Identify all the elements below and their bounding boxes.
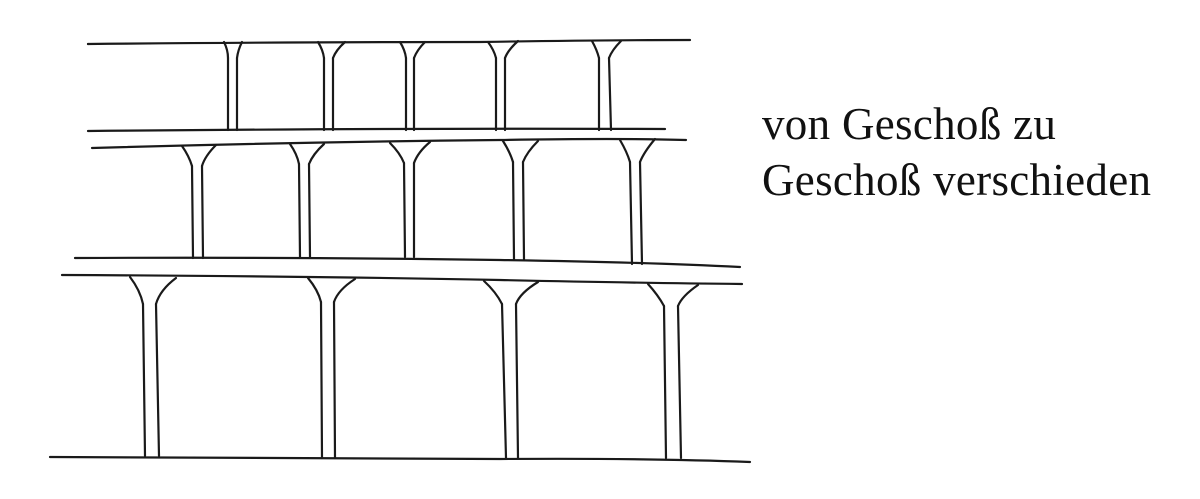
ground-line [48, 455, 752, 464]
column-lower-2 [306, 276, 357, 460]
floor-slab-lower [60, 256, 744, 286]
column-lower-4 [646, 282, 700, 460]
column-lower-3 [482, 279, 540, 460]
caption-line-2: Geschoß verschieden [762, 155, 1152, 205]
floor-slab-middle [86, 127, 688, 150]
column-upper-4 [486, 39, 520, 132]
column-middle-4 [501, 139, 540, 261]
caption-line-1: von Geschoß zu [762, 99, 1057, 149]
columns-lower-storey [128, 275, 700, 460]
column-middle-5 [618, 137, 657, 266]
column-lower-1 [128, 275, 178, 458]
column-middle-3 [388, 140, 432, 259]
column-upper-5 [590, 39, 623, 132]
column-middle-2 [288, 142, 326, 259]
column-upper-3 [398, 40, 427, 132]
columns-upper-storey [222, 39, 623, 132]
columns-middle-storey [180, 137, 657, 266]
diagram-caption: von Geschoß zu Geschoß verschieden [762, 96, 1192, 208]
column-middle-1 [180, 143, 218, 260]
column-upper-1 [222, 40, 244, 132]
column-upper-2 [316, 40, 347, 132]
floor-slab-top [86, 38, 692, 46]
